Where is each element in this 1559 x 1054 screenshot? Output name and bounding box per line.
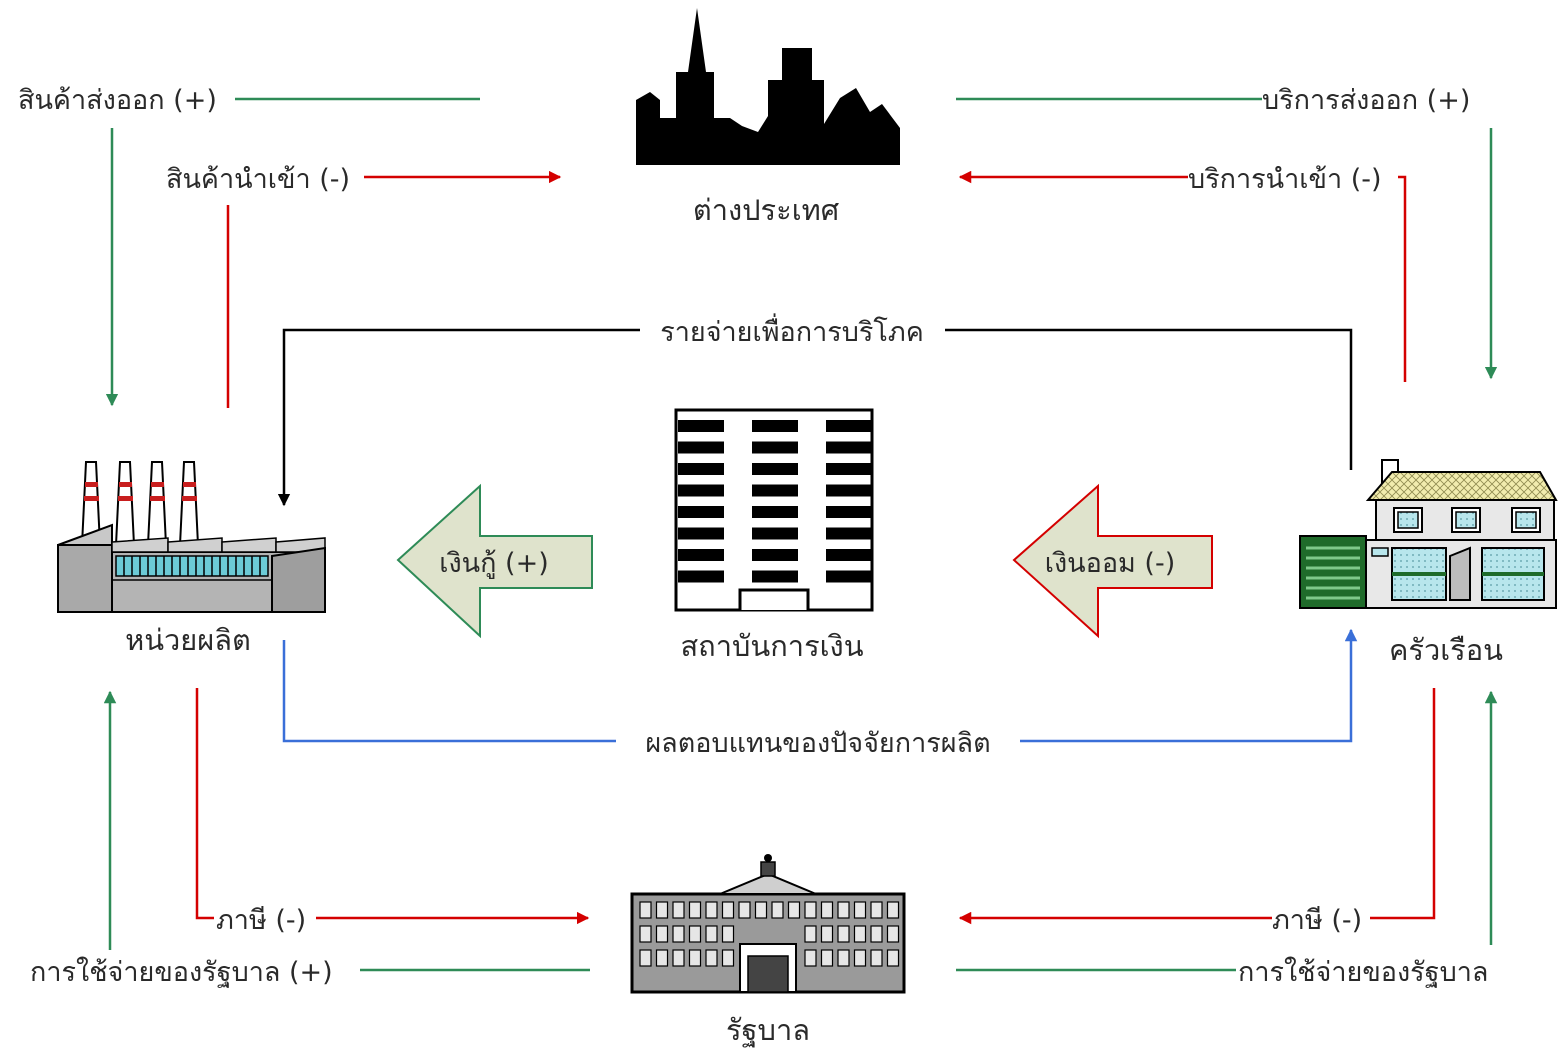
- label-households: ครัวเรือน: [1389, 633, 1503, 667]
- flow-factor-payments: [282, 628, 1358, 743]
- government-window: [820, 949, 834, 967]
- government-window: [804, 949, 817, 967]
- government-window: [688, 949, 702, 967]
- building-window: [826, 570, 872, 583]
- government-window: [820, 925, 834, 943]
- city-skyline-icon: [636, 8, 900, 165]
- government-window: [771, 901, 784, 919]
- government-window: [870, 901, 883, 919]
- government-window: [886, 901, 900, 919]
- government-window: [721, 949, 735, 967]
- building-window: [826, 484, 872, 497]
- government-window: [738, 901, 751, 919]
- building-window: [678, 463, 724, 475]
- building-window: [678, 420, 724, 432]
- label-gov-spending-producers: การใช้จ่ายของรัฐบาล (+): [30, 956, 333, 988]
- building-window: [826, 420, 872, 432]
- flow-goods-export: [105, 97, 480, 407]
- building-window: [752, 484, 798, 497]
- label-gov-spending-households: การใช้จ่ายของรัฐบาล: [1238, 956, 1488, 988]
- government-window: [672, 925, 685, 943]
- government-window: [688, 901, 702, 919]
- label-services-export: บริการส่งออก (+): [1262, 85, 1470, 116]
- government-window: [853, 925, 867, 943]
- government-window: [655, 901, 669, 919]
- government-window: [688, 925, 702, 943]
- building-window: [678, 506, 724, 518]
- government-window: [886, 949, 900, 967]
- government-window: [870, 925, 883, 943]
- flow-tax-households: [958, 688, 1436, 925]
- government-building-icon: [630, 854, 906, 994]
- government-window: [886, 925, 900, 943]
- label-consumption: รายจ่ายเพื่อการบริโภค: [660, 313, 924, 348]
- office-building-icon: [674, 408, 874, 612]
- government-window: [705, 901, 718, 919]
- label-tax-households: ภาษี (-): [1272, 905, 1362, 936]
- label-services-import: บริการนำเข้า (-): [1188, 164, 1382, 195]
- flow-gov-spending-households: [956, 690, 1498, 972]
- loans-arrow: [396, 483, 593, 639]
- building-window: [678, 549, 724, 561]
- label-goods-export: สินค้าส่งออก (+): [18, 85, 217, 116]
- government-window: [870, 949, 883, 967]
- building-window: [752, 549, 798, 561]
- government-window: [672, 901, 685, 919]
- building-window: [752, 527, 798, 540]
- government-window: [639, 949, 652, 967]
- label-goods-import: สินค้านำเข้า (-): [166, 164, 350, 195]
- government-window: [655, 949, 669, 967]
- label-financial: สถาบันการเงิน: [680, 629, 863, 663]
- government-window: [721, 925, 735, 943]
- government-window: [672, 949, 685, 967]
- government-window: [721, 901, 735, 919]
- building-window: [826, 549, 872, 561]
- building-window: [826, 441, 872, 454]
- government-window: [705, 949, 718, 967]
- flow-gov-spending-producers: [103, 690, 590, 972]
- building-window: [752, 570, 798, 583]
- building-window: [678, 570, 724, 583]
- government-window: [837, 949, 850, 967]
- building-window: [752, 441, 798, 454]
- building-window: [678, 441, 724, 454]
- savings-arrow: [1012, 483, 1213, 639]
- building-window: [826, 506, 872, 518]
- government-window: [705, 925, 718, 943]
- flow-goods-import: [226, 170, 562, 408]
- building-window: [752, 463, 798, 475]
- label-savings: เงินออม (-): [1045, 548, 1176, 579]
- label-government: รัฐบาล: [726, 1013, 810, 1048]
- government-window: [804, 901, 817, 919]
- building-window: [678, 484, 724, 497]
- building-window: [826, 527, 872, 540]
- house-icon: [1299, 459, 1558, 609]
- government-window: [820, 901, 834, 919]
- flow-services-import: [958, 170, 1407, 382]
- building-window: [752, 420, 798, 432]
- label-loans: เงินกู้ (+): [439, 548, 549, 579]
- flow-tax-producers: [195, 688, 590, 925]
- government-window: [639, 901, 652, 919]
- government-window: [837, 901, 850, 919]
- government-window: [639, 925, 652, 943]
- government-window: [754, 901, 768, 919]
- government-window: [837, 925, 850, 943]
- factory-icon: [57, 461, 326, 613]
- label-producers: หน่วยผลิต: [125, 623, 251, 657]
- government-window: [853, 949, 867, 967]
- label-tax-producers: ภาษี (-): [216, 905, 306, 936]
- flow-consumption: [277, 328, 1353, 507]
- government-window: [853, 901, 867, 919]
- building-window: [678, 527, 724, 540]
- government-window: [655, 925, 669, 943]
- building-window: [826, 463, 872, 475]
- government-window: [804, 925, 817, 943]
- government-window: [787, 901, 801, 919]
- label-factor-payments: ผลตอบแทนของปัจจัยการผลิต: [645, 728, 990, 759]
- flow-services-export: [956, 97, 1498, 380]
- label-foreign: ต่างประเทศ: [693, 193, 840, 227]
- building-window: [752, 506, 798, 518]
